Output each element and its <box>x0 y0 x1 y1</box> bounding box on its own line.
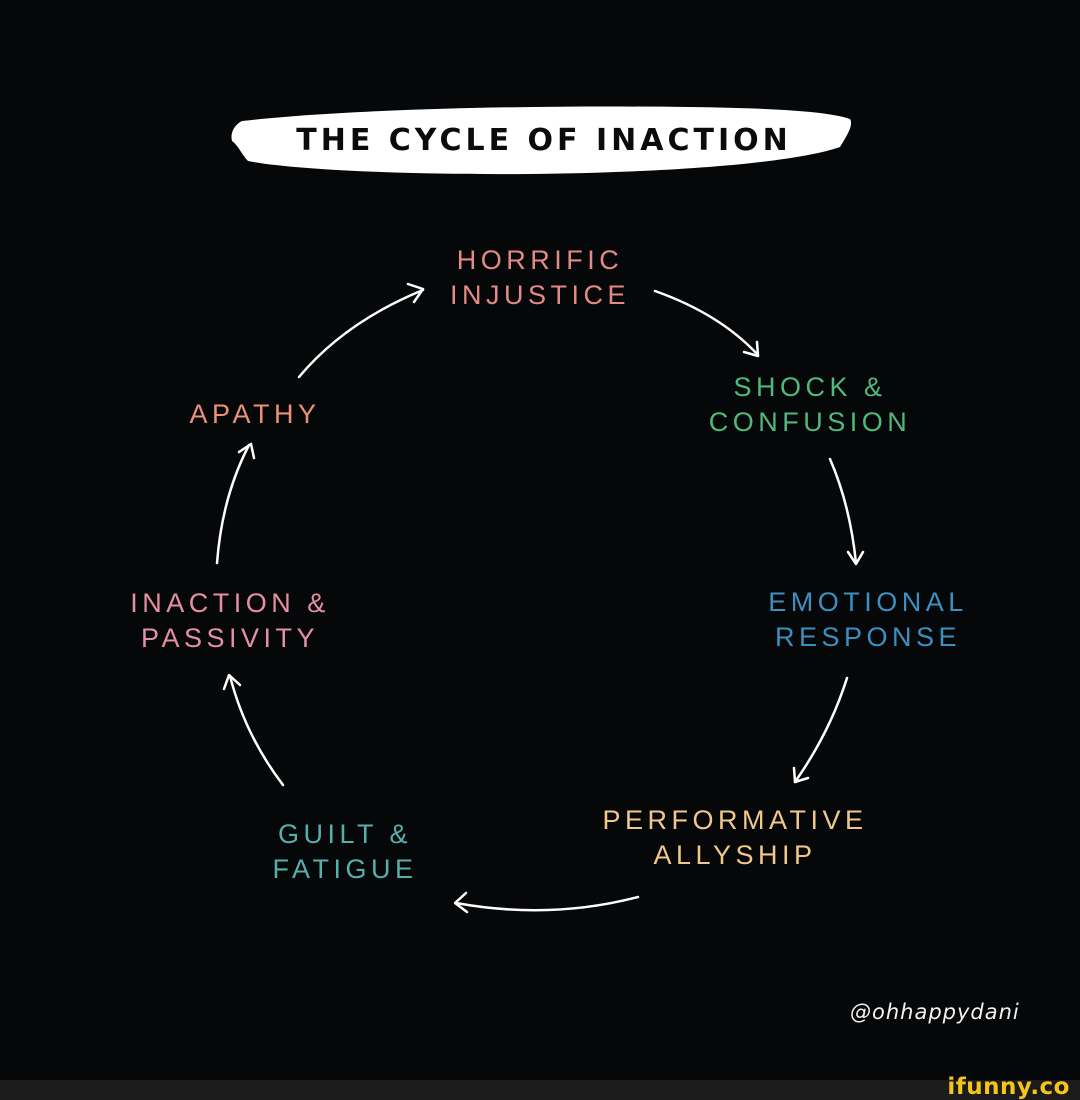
node-emotional-response: EMOTIONAL RESPONSE <box>748 585 988 655</box>
node-shock-confusion: SHOCK & CONFUSION <box>700 370 920 440</box>
author-credit: @ohhappydani <box>850 1000 1020 1024</box>
node-guilt-fatigue-line-1: GUILT & <box>277 819 413 849</box>
arrow-inaction-to-apathy <box>215 442 256 565</box>
title-brush-stroke <box>231 106 852 175</box>
arrow-emotional-to-allyship <box>792 676 849 784</box>
node-shock-confusion-line-2: CONFUSION <box>708 407 912 437</box>
arrow-allyship-to-guilt <box>453 891 640 914</box>
ifunny-watermark: ifunny.co <box>947 1074 1070 1100</box>
diagram-title: THE CYCLE OF INACTION <box>296 122 792 158</box>
arrow-apathy-to-injustice <box>297 282 425 379</box>
node-inaction-passivity-line-2: PASSIVITY <box>140 623 320 653</box>
node-horrific-injustice: HORRIFIC INJUSTICE <box>430 243 650 313</box>
node-inaction-passivity-line-1: INACTION & <box>130 588 330 618</box>
node-horrific-injustice-line-2: INJUSTICE <box>449 280 630 310</box>
node-horrific-injustice-line-1: HORRIFIC <box>456 245 624 275</box>
watermark-bar <box>0 1080 1080 1100</box>
node-shock-confusion-line-1: SHOCK & <box>733 372 887 402</box>
node-inaction-passivity: INACTION & PASSIVITY <box>108 586 352 656</box>
arrow-injustice-to-shock <box>653 289 760 358</box>
node-emotional-response-line-1: EMOTIONAL <box>768 587 968 617</box>
node-guilt-fatigue-line-2: FATIGUE <box>272 854 418 884</box>
node-performative-allyship-line-1: PERFORMATIVE <box>602 805 868 835</box>
node-apathy-line-1: APATHY <box>189 399 321 429</box>
arrow-guilt-to-inaction <box>222 673 285 787</box>
node-emotional-response-line-2: RESPONSE <box>774 622 962 652</box>
node-performative-allyship: PERFORMATIVE ALLYSHIP <box>590 803 880 873</box>
node-performative-allyship-line-2: ALLYSHIP <box>653 840 817 870</box>
arrow-shock-to-emotional <box>828 457 865 566</box>
node-apathy: APATHY <box>175 397 335 432</box>
node-guilt-fatigue: GUILT & FATIGUE <box>255 817 435 887</box>
